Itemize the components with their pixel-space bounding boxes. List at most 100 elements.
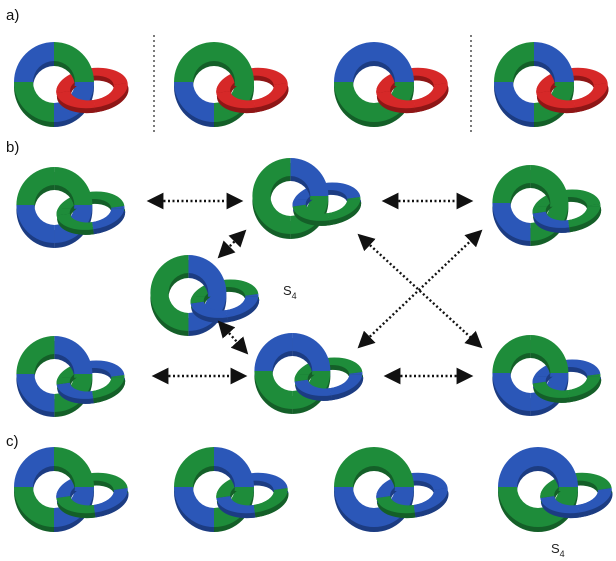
panel-a-catenane-2 <box>174 42 289 127</box>
panel-c-catenane-1-left-ring-segment-0 <box>54 447 94 487</box>
panel-a-catenane-2-left-ring-segment-2 <box>174 82 214 122</box>
panel-b-catenane-b7-right-ring-segment-0 <box>563 359 601 376</box>
panel-c-catenane-3-left-ring <box>334 447 414 532</box>
panel-a-catenane-1-right-ring-front-segment-2 <box>56 91 95 109</box>
panel-b-catenane-b7-right-ring-front-segment-3 <box>532 376 565 384</box>
panel-b-label: b) <box>6 139 19 156</box>
panel-b-catenane-b1-left-ring <box>16 167 93 248</box>
panel-a-catenane-3-right-ring-front-segment-3 <box>376 86 411 94</box>
panel-b-catenane-b1-right-ring-segment-0 <box>87 191 125 208</box>
panel-b-catenane-b5-left-ring-segment-2 <box>16 374 55 412</box>
panel-a-catenane-3-left-ring-segment-0 <box>374 42 414 82</box>
panel-b-catenane-b1-right-ring-front-segment-2 <box>56 213 94 230</box>
panel-a-catenane-3-left-ring-segment-2 <box>334 82 374 122</box>
panel-b-catenane-b7-right-ring-front-segment-1 <box>568 376 601 398</box>
panel-a-catenane-2-left-ring-segment-3 <box>174 42 214 82</box>
panel-a-catenane-2-right-ring-front-segment-2 <box>216 91 255 109</box>
equilibrium-arrow-b4-b6 <box>217 320 249 355</box>
panel-b-catenane-b6-left-ring-segment-0 <box>292 333 331 371</box>
panel-b-catenane-b4-left-ring <box>150 255 227 336</box>
panel-b-catenane-b4-right-ring-front-segment-3 <box>190 296 223 304</box>
panel-b-catenane-b3 <box>492 165 602 246</box>
panel-b-catenane-b2-left-ring-segment-0 <box>290 158 329 196</box>
panel-b-catenane-b3-right-front <box>532 206 602 233</box>
panel-b-catenane-b1-left-ring-segment-2 <box>16 205 55 243</box>
arrows-layer <box>146 192 483 385</box>
panel-c-catenane-2-right-ring-front-segment-1 <box>253 491 288 513</box>
panel-b-catenane-b5-right-ring-front <box>56 377 126 404</box>
panel-b-catenane-b7-left-ring-segment-2 <box>492 373 531 411</box>
panel-a-catenane-1-right-front <box>56 86 129 114</box>
panel-b-catenane-b4-right-front <box>190 296 260 323</box>
panel-b-catenane-b6-right-ring-front-segment-2 <box>294 379 332 396</box>
panel-b-catenane-b3-left-ring-segment-2 <box>492 203 531 241</box>
panel-b-catenane-b2-right-front <box>292 199 362 226</box>
symmetry-label-c: S4 <box>551 541 565 559</box>
panel-c-catenane-2-right-ring-front-segment-3 <box>216 491 251 499</box>
panel-c-catenane-4-right-front <box>540 491 613 519</box>
panel-b-catenane-b4-right-ring-segment-0 <box>221 279 259 296</box>
panel-c-catenane-2-left-ring <box>174 447 254 532</box>
panel-c-catenane-2-right-ring-segment-0 <box>249 472 288 490</box>
panel-c-catenane-4-right-ring-front-segment-2 <box>540 496 579 514</box>
panel-a-label: a) <box>6 7 19 24</box>
panel-c-catenane-2 <box>174 447 289 532</box>
panel-a-catenane-4-left-ring-segment-0 <box>534 42 574 82</box>
panel-a-catenane-2-right-ring-front-segment-1 <box>253 86 288 108</box>
panel-b-catenane-b7-left-ring-segment-3 <box>492 335 531 373</box>
panel-b-catenane-b7-right-ring-front <box>532 376 602 403</box>
panel-c-catenane-2-left-ring-segment-0 <box>214 447 254 487</box>
panel-a-catenane-4-right-ring-front <box>536 86 609 114</box>
panel-b-catenane-b5-right-ring-segment-0 <box>87 360 125 377</box>
panel-b-catenane-b5-left-ring-segment-0 <box>54 336 93 374</box>
panel-b-catenane-b4-left-ring-segment-2 <box>150 293 189 331</box>
panel-b-catenane-b1-left-ring-segment-0 <box>54 167 93 205</box>
panel-b-catenane-b1-left-ring-segment-3 <box>16 167 55 205</box>
panel-c-catenane-1-right-ring-front <box>56 491 129 519</box>
panel-b-catenane-b6-right-ring-segment-0 <box>325 357 363 374</box>
panel-b-catenane-b3-left-ring <box>492 165 569 246</box>
panel-b-catenane-b3-right-ring-segment-0 <box>563 189 601 206</box>
panel-a-catenane-2-right-ring-segment-0 <box>249 67 288 85</box>
panel-b-catenane-b3-left-ring-segment-0 <box>530 165 569 203</box>
panel-c-catenane-4-left-ring-segment-3 <box>498 447 538 487</box>
panel-a-catenane-4-right-ring-front-segment-2 <box>536 91 575 109</box>
panel-c-catenane-2-right-ring-front-segment-2 <box>216 496 255 514</box>
panel-b-catenane-b5-right-ring-front-segment-2 <box>56 382 94 399</box>
panel-c-catenane-3-right-front <box>376 491 449 519</box>
panel-c-catenane-3-left-ring-segment-3 <box>334 447 374 487</box>
panel-a-catenane-3-left-ring-segment-3 <box>334 42 374 82</box>
panel-c-catenane-1-right-ring-front-segment-2 <box>56 496 95 514</box>
panel-b-catenane-b1 <box>16 167 126 248</box>
panel-c-catenane-2-left-ring-segment-3 <box>174 447 214 487</box>
panel-b-catenane-b4 <box>150 255 260 336</box>
panel-c-catenane-4-right-ring-segment-0 <box>573 472 612 490</box>
panel-c-catenane-1-right-front <box>56 491 129 519</box>
panel-a-catenane-1-right-ring-front-segment-1 <box>93 86 128 108</box>
panel-b-catenane-b5-left-ring <box>16 336 93 417</box>
panel-b-catenane-b7-left-ring-segment-0 <box>530 335 569 373</box>
panel-b-catenane-b2-left-ring-segment-3 <box>252 158 291 196</box>
panel-b-catenane-b7-right-ring-front-segment-2 <box>532 381 570 398</box>
panel-b-catenane-b1-right-front <box>56 208 126 235</box>
panel-a-catenane-3-left-ring <box>334 42 414 127</box>
panel-b-catenane-b3-right-ring-front <box>532 206 602 233</box>
panel-b-catenane-b2-right-ring-front-segment-3 <box>292 199 325 207</box>
panel-b-catenane-b6-right-ring-front-segment-1 <box>330 374 363 396</box>
panel-a-catenane-1-left-ring-segment-3 <box>13 42 55 82</box>
panel-a-catenane-2-right-ring-front <box>216 86 289 114</box>
panel-b-catenane-b3-right-ring-front-segment-2 <box>532 211 570 228</box>
panel-b-catenane-b2-right-ring-front-segment-1 <box>328 199 361 221</box>
panel-a-catenane-4-right-ring-front-segment-1 <box>573 86 608 108</box>
panel-b-catenane-b2-left-ring <box>252 158 329 239</box>
panel-a-catenane-1-right-ring-front <box>56 86 129 114</box>
panel-a-catenane-4-left-ring-segment-2 <box>494 82 534 122</box>
panel-b-catenane-b6-right-front <box>294 374 364 401</box>
panel-c-catenane-4-right-ring-front-segment-3 <box>540 491 575 499</box>
panel-c-catenane-1-left-ring <box>13 447 94 532</box>
panel-a-catenane-3-right-ring-segment-0 <box>409 67 448 85</box>
panel-c-catenane-4-left-ring <box>498 447 578 532</box>
equilibrium-arrow-b2-b4 <box>217 229 247 259</box>
panel-b-catenane-b4-right-ring-front <box>190 296 260 323</box>
panel-b-catenane-b6-left-ring-segment-3 <box>254 333 293 371</box>
